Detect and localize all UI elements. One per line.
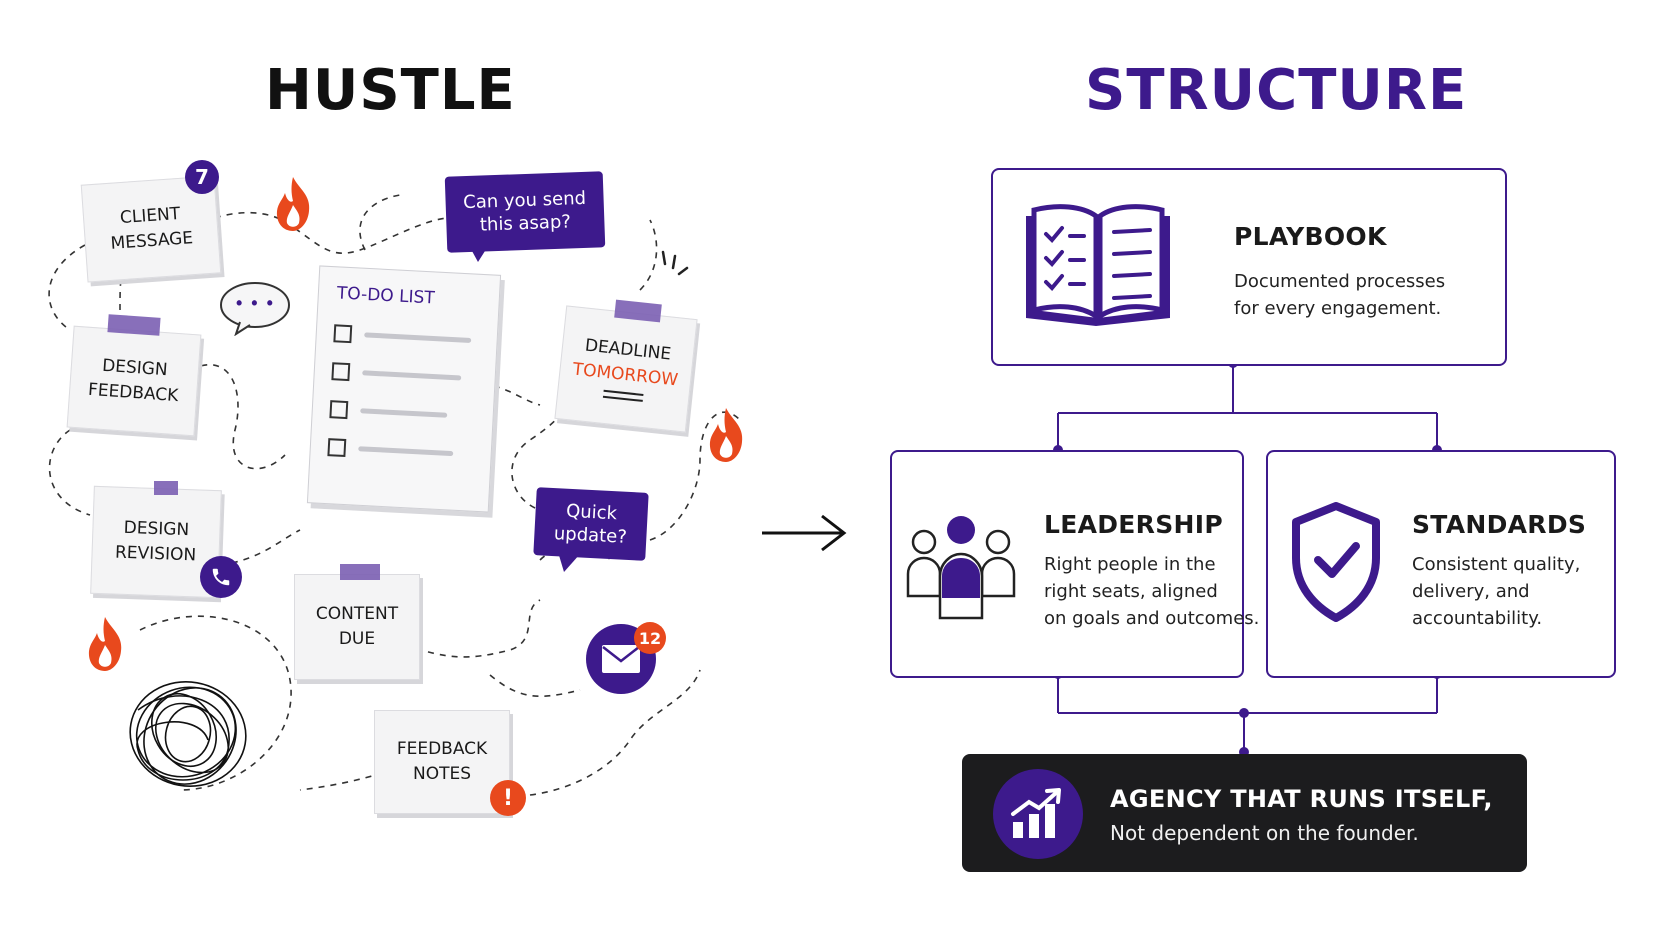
email-badge-count: 12: [638, 628, 662, 648]
feedback-notes-label: FEEDBACK NOTES: [396, 739, 488, 784]
phone-icon: [200, 556, 242, 598]
book-icon: [1026, 204, 1170, 326]
speech-bubble-icon: [220, 282, 290, 336]
alert-lines: [661, 250, 689, 276]
growth-chart-glyph: [1011, 788, 1061, 838]
tape: [340, 564, 380, 580]
notification-badge: 7: [185, 160, 219, 194]
tape: [154, 481, 178, 495]
notification-badge: 12: [634, 622, 666, 654]
todo-items: [327, 324, 472, 458]
shield-check-icon: [1292, 502, 1380, 622]
fire-icon: [276, 177, 310, 231]
checkbox-icon: [327, 438, 347, 458]
leadership-desc: Right people in the right seats, aligned…: [1044, 554, 1260, 629]
fire-icon: [709, 408, 743, 462]
alert-icon: !: [490, 780, 526, 816]
checkbox-icon: [331, 362, 351, 382]
standards-desc: Consistent quality, delivery, and accoun…: [1412, 554, 1581, 629]
client-message-badge-count: 7: [195, 165, 209, 189]
leadership-heading: LEADERSHIP: [1044, 510, 1223, 539]
content-due-label: CONTENT DUE: [315, 604, 399, 649]
content-due-note: CONTENT DUE: [294, 574, 420, 680]
bubble-tail: [558, 552, 580, 572]
standards-heading: STANDARDS: [1412, 510, 1587, 539]
scribble-icon: [129, 681, 247, 787]
agency-heading: AGENCY THAT RUNS ITSELF,: [1110, 785, 1493, 813]
playbook-desc: Documented processes for every engagemen…: [1234, 271, 1446, 319]
playbook-heading: PLAYBOOK: [1234, 222, 1387, 251]
typing-dots: • • •: [236, 293, 275, 313]
arrow-right-icon: [762, 514, 847, 552]
checkbox-icon: [329, 400, 349, 420]
bubble-tail: [466, 240, 492, 262]
fire-icon: [88, 617, 122, 671]
hustle-title: HUSTLE: [265, 58, 516, 123]
feedback-notes-note: FEEDBACK NOTES: [374, 710, 510, 814]
alert-badge-mark: !: [502, 785, 514, 811]
checkbox-icon: [333, 324, 353, 344]
agency-desc: Not dependent on the founder.: [1110, 821, 1419, 845]
growth-chart-icon: [993, 769, 1083, 859]
envelope-glyph: [602, 645, 640, 673]
people-icon: [906, 516, 1016, 620]
structure-title: STRUCTURE: [1085, 58, 1468, 123]
todo-list-card: TO-DO LIST: [306, 265, 502, 513]
phone-glyph: [212, 568, 230, 586]
